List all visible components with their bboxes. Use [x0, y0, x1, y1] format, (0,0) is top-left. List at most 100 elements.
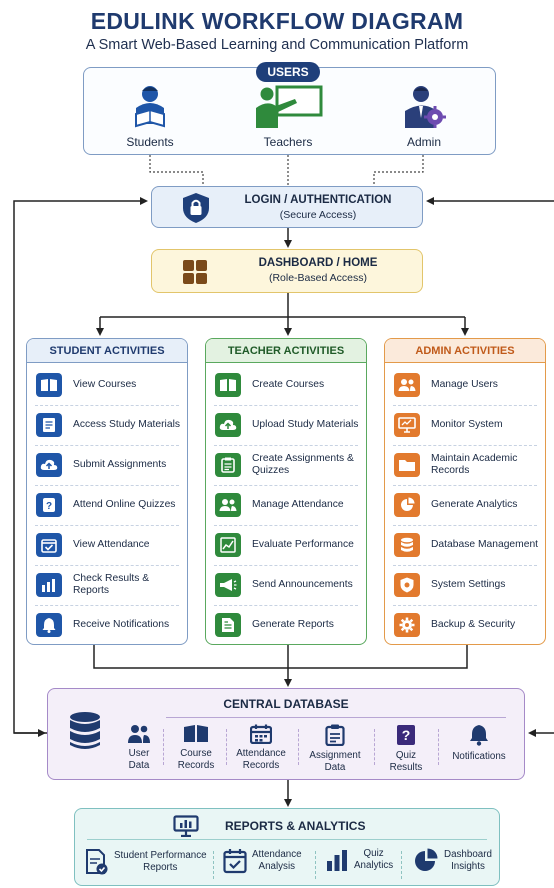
- db-item-quiz-results: ? Quiz Results: [382, 724, 430, 773]
- report-item-line1: Quiz: [363, 848, 384, 859]
- bell-icon: [470, 725, 488, 746]
- divider: [393, 525, 537, 526]
- pie-chart-icon: [415, 848, 438, 871]
- divider: [87, 839, 487, 840]
- shield-gear-icon: [394, 573, 420, 597]
- calendar-check-icon: [36, 533, 62, 557]
- divider: [393, 405, 537, 406]
- report-icon: [215, 613, 241, 637]
- db-item-course-records: Course Records: [170, 724, 222, 771]
- divider: [213, 851, 214, 879]
- users-icon: [128, 725, 150, 743]
- divider: [35, 485, 179, 486]
- admin-item-label: Database Management: [431, 539, 539, 550]
- student-item-view-courses: View Courses: [27, 365, 187, 405]
- user-admin: Admin: [379, 84, 469, 149]
- teachers-label: Teachers: [263, 135, 313, 149]
- divider: [214, 525, 358, 526]
- divider: [438, 729, 439, 765]
- admin-item-manage-users: Manage Users: [385, 365, 545, 405]
- admin-label: Admin: [406, 135, 441, 149]
- divider: [401, 851, 402, 879]
- teacher-item-manage-attendance: Manage Attendance: [206, 485, 366, 525]
- admin-item-label: Generate Analytics: [431, 499, 518, 510]
- login-subtitle: (Secure Access): [279, 209, 357, 221]
- calendar-check-icon: [223, 849, 247, 874]
- document-icon: [36, 413, 62, 437]
- divider: [298, 729, 299, 765]
- diagram-subtitle: A Smart Web-Based Learning and Communica…: [85, 37, 469, 53]
- reports-analytics-title: REPORTS & ANALYTICS: [225, 819, 366, 833]
- student-item-label: Submit Assignments: [73, 459, 167, 470]
- divider: [35, 605, 179, 606]
- db-item-line1: Course: [180, 748, 212, 759]
- student-item-notifications: Receive Notifications: [27, 605, 187, 645]
- student-activities-title: STUDENT ACTIVITIES: [27, 339, 187, 363]
- divider: [163, 729, 164, 765]
- teacher-item-label: Evaluate Performance: [252, 539, 354, 550]
- teacher-item-evaluate-performance: Evaluate Performance: [206, 525, 366, 565]
- dashboard-grid-icon: [183, 260, 207, 284]
- db-item-line2: Results: [389, 761, 423, 773]
- admin-item-label: Manage Users: [431, 379, 498, 390]
- users-icon: [394, 373, 420, 397]
- admin-item-database-management: Database Management: [385, 525, 545, 565]
- dashboard-title: DASHBOARD / HOME: [258, 257, 378, 269]
- book-icon: [215, 373, 241, 397]
- megaphone-icon: [215, 573, 241, 597]
- student-item-label: Attend Online Quizzes: [73, 499, 176, 510]
- calendar-icon: [250, 724, 272, 744]
- student-reading-icon: [135, 86, 165, 128]
- teacher-activities-title: TEACHER ACTIVITIES: [206, 339, 366, 363]
- cloud-upload-icon: [215, 413, 241, 437]
- divider: [166, 717, 506, 718]
- divider: [35, 525, 179, 526]
- student-item-study-materials: Access Study Materials: [27, 405, 187, 445]
- database-stack-icon: [70, 712, 100, 749]
- teacher-item-label: Create Courses: [252, 379, 325, 390]
- admin-item-label: Maintain Academic Records: [431, 453, 518, 476]
- folder-icon: [394, 453, 420, 477]
- divider: [35, 445, 179, 446]
- pie-chart-icon: [394, 493, 420, 517]
- teacher-item-generate-reports: Generate Reports: [206, 605, 366, 645]
- cloud-upload-icon: [36, 453, 62, 477]
- students-label: Students: [126, 135, 174, 149]
- db-item-line2: Data: [128, 759, 150, 771]
- quiz-icon: ?: [397, 725, 415, 745]
- student-item-label: Receive Notifications: [73, 619, 170, 630]
- book-icon: [36, 373, 62, 397]
- bar-chart-icon: [36, 573, 62, 597]
- divider: [35, 565, 179, 566]
- divider: [393, 445, 537, 446]
- db-item-line1: Assignment: [309, 750, 361, 761]
- db-item-line2: Data: [324, 761, 346, 773]
- users-icon: [215, 493, 241, 517]
- users-label: USERS: [256, 62, 320, 82]
- db-item-line1: Attendance: [236, 748, 286, 759]
- teacher-item-send-announcements: Send Announcements: [206, 565, 366, 605]
- divider: [393, 605, 537, 606]
- gear-icon: [394, 613, 420, 637]
- bell-icon: [36, 613, 62, 637]
- divider: [214, 405, 358, 406]
- teacher-item-upload-materials: Upload Study Materials: [206, 405, 366, 445]
- central-database-title: CENTRAL DATABASE: [223, 697, 349, 711]
- db-item-line2: Records: [177, 759, 215, 771]
- admin-item-system-settings: System Settings: [385, 565, 545, 605]
- student-item-label: Access Study Materials: [73, 419, 181, 430]
- db-item-assignment-data: Assignment Data: [302, 724, 368, 773]
- report-item-line2: Reports: [143, 862, 178, 873]
- database-icon: [394, 533, 420, 557]
- divider: [315, 851, 316, 879]
- report-item-line1: Attendance: [252, 849, 302, 860]
- divider: [214, 605, 358, 606]
- central-database-panel: CENTRAL DATABASE User Data Course Record…: [47, 688, 525, 780]
